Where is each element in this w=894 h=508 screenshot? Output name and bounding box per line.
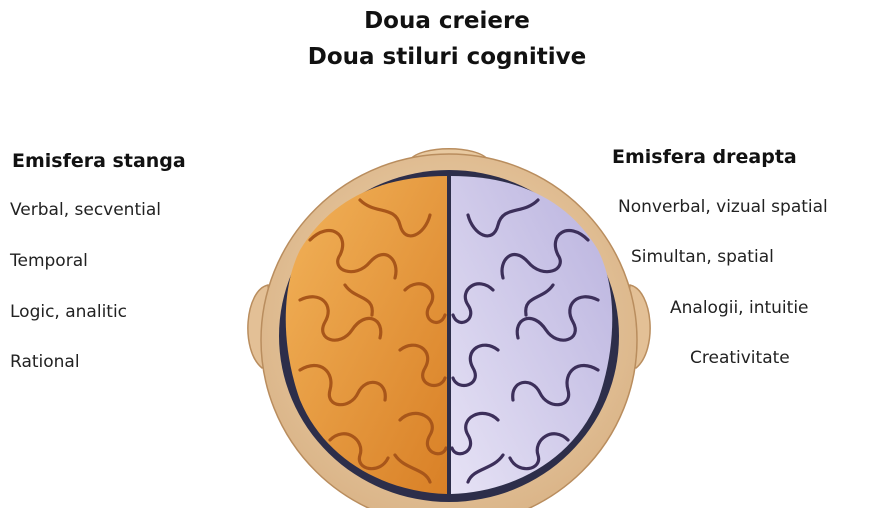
left-item: Rational — [10, 352, 80, 372]
right-item: Creativitate — [690, 348, 790, 368]
left-item: Temporal — [10, 251, 88, 271]
right-item: Analogii, intuitie — [670, 298, 809, 318]
left-item: Logic, analitic — [10, 302, 127, 322]
left-item: Verbal, secvential — [10, 200, 161, 220]
right-item: Simultan, spatial — [631, 247, 774, 267]
title-line-2: Doua stiluri cognitive — [0, 44, 894, 70]
left-heading: Emisfera stanga — [12, 150, 186, 172]
title-line-1: Doua creiere — [0, 8, 894, 34]
right-heading: Emisfera dreapta — [612, 146, 797, 168]
right-item: Nonverbal, vizual spatial — [618, 197, 828, 217]
